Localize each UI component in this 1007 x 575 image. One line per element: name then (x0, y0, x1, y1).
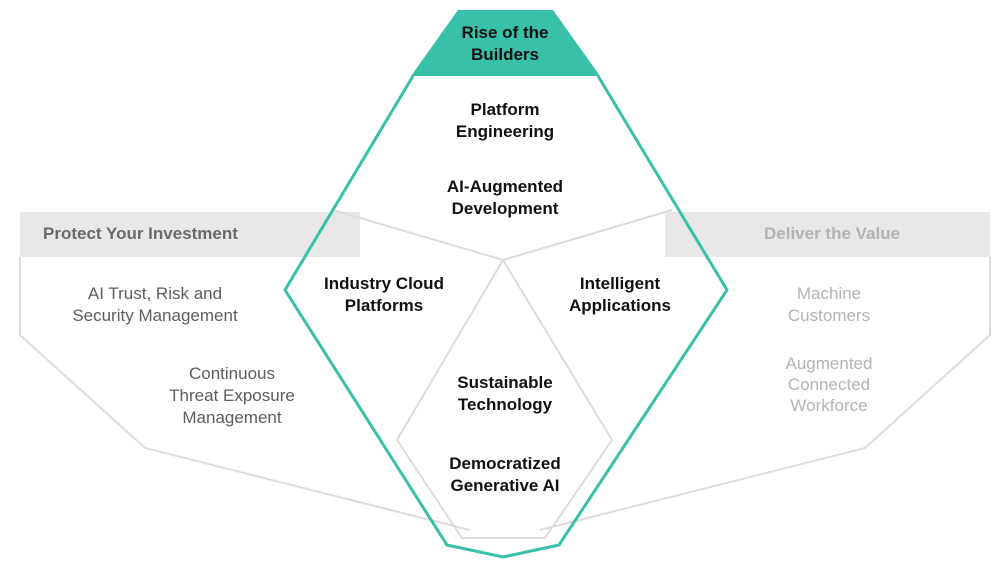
division-lower-diamond (395, 258, 614, 539)
right-item-connected-workforce: Augmented Connected Workforce (744, 353, 914, 416)
sustainable-line1: Sustainable (457, 373, 553, 392)
left-item1-line1: AI Trust, Risk and (87, 284, 223, 303)
platform-line1: Platform (470, 100, 540, 119)
center-sustainable-technology: Sustainable Technology (430, 372, 580, 416)
center-platform-engineering: Platform Engineering (420, 99, 590, 143)
right-item2-line2: Connected (787, 375, 871, 394)
platform-line2: Engineering (455, 122, 555, 141)
left-item2-line3: Management (182, 408, 282, 427)
sustainable-line2: Technology (457, 395, 553, 414)
right-wing-outline (539, 257, 991, 531)
left-item-ctem: Continuous Threat Exposure Management (142, 363, 322, 429)
center-democratized-generative-ai: Democratized Generative AI (425, 453, 585, 497)
top-title-line2: Builders (470, 45, 540, 64)
right-item-machine-customers: Machine Customers (744, 283, 914, 327)
center-industry-cloud-platforms: Industry Cloud Platforms (304, 273, 464, 317)
center-hexagon (283, 75, 729, 559)
right-header-band (665, 212, 990, 257)
intelligent-line2: Applications (568, 296, 671, 315)
intelligent-line1: Intelligent (579, 274, 661, 293)
left-item2-line2: Threat Exposure (169, 386, 295, 405)
left-item-ai-trust: AI Trust, Risk and Security Management (40, 283, 270, 327)
democratized-line2: Generative AI (450, 476, 560, 495)
left-item1-line2: Security Management (72, 306, 238, 325)
right-wing (539, 212, 991, 531)
center-ai-augmented-development: AI-Augmented Development (410, 176, 600, 220)
inner-divisions (332, 209, 673, 539)
top-trapezoid (411, 10, 600, 76)
left-header: Protect Your Investment (43, 224, 238, 243)
left-wing (19, 212, 471, 531)
division-left (332, 209, 504, 261)
industry-line1: Industry Cloud (324, 274, 444, 293)
democratized-line1: Democratized (449, 454, 561, 473)
division-right (502, 209, 673, 261)
top-title: Rise of the Builders (430, 22, 580, 66)
left-header-band (20, 212, 360, 257)
center-intelligent-applications: Intelligent Applications (540, 273, 700, 317)
right-item2-line3: Workforce (790, 396, 868, 415)
right-header: Deliver the Value (764, 224, 901, 243)
left-wing-outline (19, 257, 471, 531)
right-item1-line1: Machine (796, 284, 862, 303)
industry-line2: Platforms (344, 296, 424, 315)
aiaug-line1: AI-Augmented (446, 177, 564, 196)
right-item1-line2: Customers (787, 306, 871, 325)
top-title-line1: Rise of the (461, 23, 549, 42)
left-item2-line1: Continuous (188, 364, 275, 383)
aiaug-line2: Development (451, 199, 559, 218)
right-item2-line1: Augmented (785, 354, 873, 373)
